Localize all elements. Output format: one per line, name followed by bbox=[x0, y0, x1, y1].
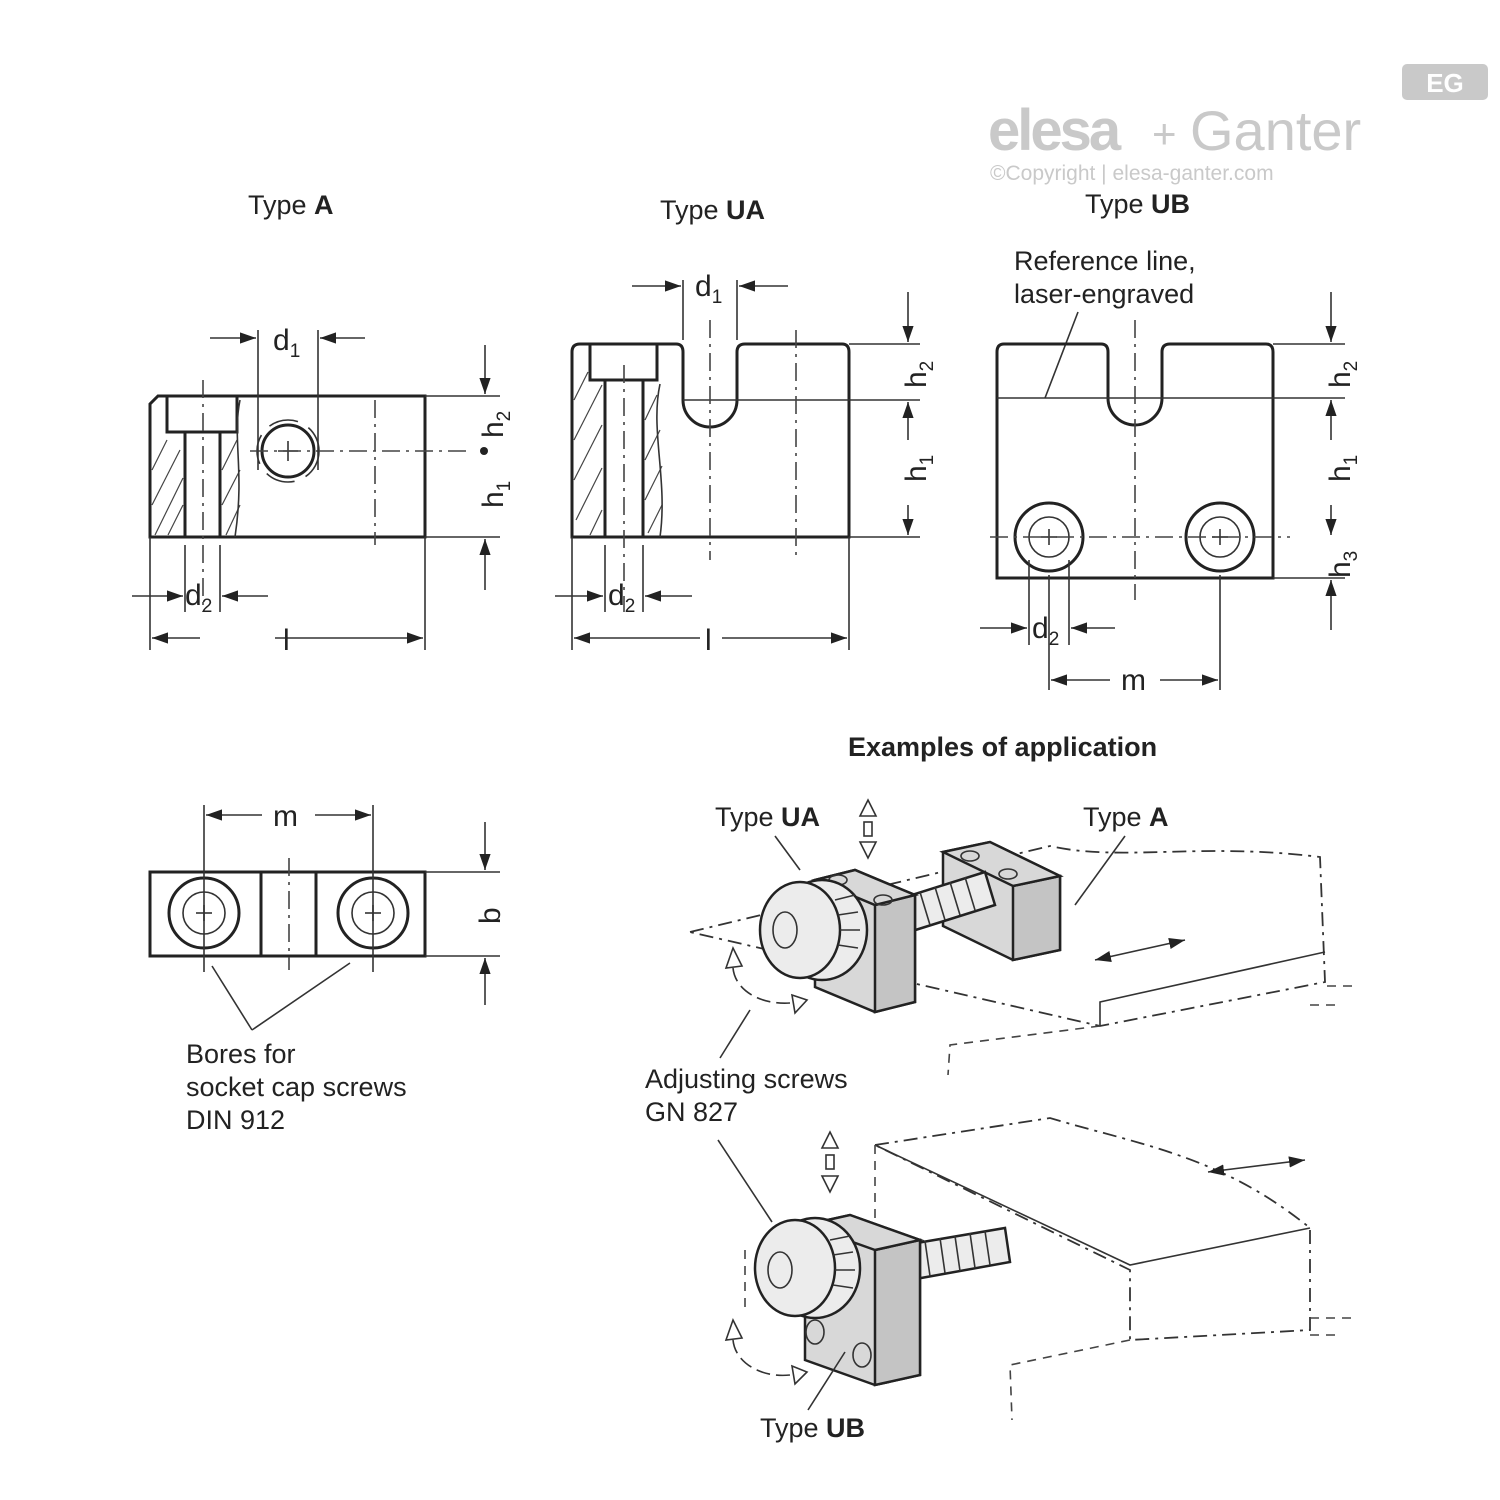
dim-h1: h1 bbox=[900, 455, 938, 482]
bores-note-1: Bores for bbox=[186, 1039, 296, 1069]
adjusting-screws-note-1: Adjusting screws bbox=[645, 1064, 848, 1094]
logo-plus: + bbox=[1152, 110, 1177, 157]
dim-d1: d1 bbox=[273, 324, 300, 362]
section-hatch bbox=[151, 439, 241, 536]
reference-line-note-2: laser-engraved bbox=[1014, 279, 1194, 309]
dim-l: l bbox=[283, 624, 290, 657]
application-examples: Examples of application bbox=[645, 732, 1355, 1443]
example-a-label: Type A bbox=[1083, 802, 1169, 832]
type-ub-view: Type UB Reference line, laser-engraved d… bbox=[980, 189, 1362, 697]
application-title: Examples of application bbox=[848, 732, 1157, 762]
eg-badge-text: EG bbox=[1426, 68, 1464, 98]
dim-h2: h2 bbox=[477, 411, 515, 438]
top-view: m b Bores for socket cap screws DIN 912 bbox=[148, 800, 507, 1135]
dim-m: m bbox=[1121, 664, 1146, 697]
logo-elesa: elesa bbox=[988, 98, 1122, 163]
dim-d2: d2 bbox=[608, 579, 635, 617]
type-ua-label: Type UA bbox=[660, 195, 765, 225]
eg-badge bbox=[1402, 64, 1488, 100]
dim-h2: h2 bbox=[900, 361, 938, 388]
type-ub-label: Type UB bbox=[1085, 189, 1190, 219]
bores-note-3: DIN 912 bbox=[186, 1105, 285, 1135]
example-1: Type UA Type A bbox=[689, 798, 1355, 1076]
brand-logo: EG elesa + Ganter ©Copyright | elesa-gan… bbox=[988, 64, 1488, 185]
dim-b: b bbox=[474, 907, 507, 924]
dim-m: m bbox=[273, 800, 298, 833]
bores-note-2: socket cap screws bbox=[186, 1072, 407, 1102]
example-2: Type UB bbox=[724, 1117, 1355, 1443]
reference-line-note-1: Reference line, bbox=[1014, 246, 1196, 276]
logo-ganter: Ganter bbox=[1190, 99, 1361, 162]
section-hatch bbox=[573, 371, 663, 536]
example-ub-label: Type UB bbox=[760, 1413, 865, 1443]
dim-d2: d2 bbox=[185, 579, 212, 617]
type-a-view: Type A bbox=[132, 190, 515, 657]
dim-d2: d2 bbox=[1032, 612, 1059, 650]
dim-h3: h3 bbox=[1324, 551, 1362, 578]
dim-l: l bbox=[705, 624, 712, 657]
dim-h1: h1 bbox=[477, 481, 515, 508]
dim-d1: d1 bbox=[695, 270, 722, 308]
dim-h2: h2 bbox=[1324, 361, 1362, 388]
logo-copyright: ©Copyright | elesa-ganter.com bbox=[990, 162, 1274, 185]
example-ua-label: Type UA bbox=[715, 802, 820, 832]
dim-h1: h1 bbox=[1324, 455, 1362, 482]
type-a-label: Type A bbox=[248, 190, 334, 220]
type-ua-view: Type UA bbox=[555, 195, 938, 657]
adjusting-screws-note-2: GN 827 bbox=[645, 1097, 738, 1127]
